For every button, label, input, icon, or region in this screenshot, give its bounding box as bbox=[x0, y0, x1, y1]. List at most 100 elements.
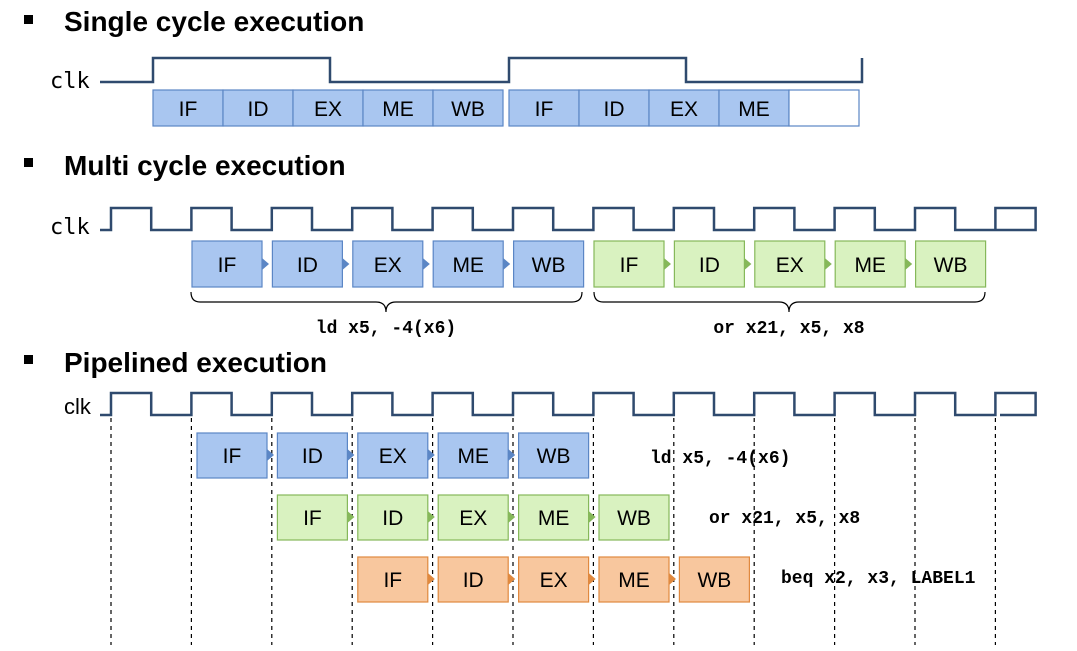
pipelined-stage-rows: IF ID EX ME WB IF ID EX ME WB IF ID EX ME WB bbox=[196, 432, 751, 603]
arrow-icon bbox=[824, 258, 832, 270]
stage-label: WB bbox=[697, 569, 731, 592]
stage-box: WB bbox=[914, 240, 987, 288]
stage-label: EX bbox=[670, 98, 698, 121]
stage-box bbox=[788, 89, 860, 127]
stage-label: ME bbox=[452, 254, 484, 277]
stage-label: WB bbox=[934, 254, 968, 277]
arrow-icon bbox=[508, 511, 516, 523]
stage-label: ID bbox=[699, 254, 720, 277]
single-cycle-clock-waveform bbox=[100, 56, 864, 84]
instruction-brace-left bbox=[190, 291, 583, 313]
pipelined-instruction-3: beq x2, x3, LABEL1 bbox=[781, 569, 976, 589]
stage-box: IF bbox=[357, 556, 429, 603]
stage-box: ID bbox=[578, 89, 650, 127]
stage-label: ID bbox=[248, 98, 269, 121]
stage-box: IF bbox=[276, 494, 348, 541]
pipelined-clk-label: clk bbox=[64, 394, 92, 419]
stage-box: WB bbox=[678, 556, 751, 603]
stage-label: IF bbox=[223, 445, 242, 468]
multi-cycle-clock-waveform bbox=[100, 206, 1037, 232]
stage-box: ID bbox=[222, 89, 294, 127]
stage-box: IF bbox=[191, 240, 263, 288]
stage-label: ME bbox=[854, 254, 886, 277]
pipelined-heading: Pipelined execution bbox=[64, 347, 327, 378]
arrow-icon bbox=[262, 258, 269, 270]
stage-label: IF bbox=[303, 507, 322, 530]
stage-box: WB bbox=[598, 494, 670, 541]
stage-label: ID bbox=[382, 507, 403, 530]
arrow-icon bbox=[347, 449, 355, 461]
stage-box: WB bbox=[512, 240, 585, 288]
stage-box: ID bbox=[357, 494, 429, 541]
stage-box: ID bbox=[276, 432, 348, 479]
stage-label: ID bbox=[297, 254, 318, 277]
single-cycle-heading: Single cycle execution bbox=[64, 6, 364, 37]
single-cycle-clk-label: clk bbox=[50, 69, 90, 94]
stage-box: IF bbox=[196, 432, 268, 479]
bullet-icon bbox=[24, 158, 33, 167]
stage-label: ME bbox=[618, 569, 650, 592]
stage-box: EX bbox=[292, 89, 364, 127]
multi-cycle-clk-label: clk bbox=[50, 215, 90, 240]
stage-box: ME bbox=[598, 556, 670, 603]
pipelined-instruction-1: ld x5, -4(x6) bbox=[650, 449, 790, 469]
arrow-icon bbox=[342, 258, 350, 270]
stage-label: ID bbox=[604, 98, 625, 121]
stage-box: EX bbox=[352, 240, 424, 288]
stage-label: ID bbox=[463, 569, 484, 592]
arrow-icon bbox=[427, 573, 435, 585]
stage-label: EX bbox=[459, 507, 487, 530]
arrow-icon bbox=[422, 258, 430, 270]
multi-cycle-instruction-1: ld x5, -4(x6) bbox=[316, 319, 456, 339]
stage-label: IF bbox=[620, 254, 639, 277]
stage-box: EX bbox=[517, 556, 590, 603]
cycle-boundary-lines bbox=[110, 418, 997, 645]
arrow-icon bbox=[508, 449, 516, 461]
arrow-icon bbox=[905, 258, 913, 270]
arrow-icon bbox=[508, 573, 516, 585]
stage-box: ID bbox=[271, 240, 343, 288]
arrow-icon bbox=[427, 449, 435, 461]
stage-label: ME bbox=[538, 507, 570, 530]
stage-box: EX bbox=[357, 432, 429, 479]
stage-box: IF bbox=[152, 89, 224, 127]
stage-box: IF bbox=[508, 89, 580, 127]
stage-label: ME bbox=[738, 98, 770, 121]
stage-label: IF bbox=[218, 254, 237, 277]
stage-box: EX bbox=[437, 494, 509, 541]
stage-box: ID bbox=[437, 556, 509, 603]
stage-label: EX bbox=[379, 445, 407, 468]
arrow-icon bbox=[588, 573, 596, 585]
multi-cycle-instruction-2: or x21, x5, x8 bbox=[713, 319, 864, 339]
stage-box: ME bbox=[718, 89, 790, 127]
single-cycle-stage-row: IF ID EX ME WB IF ID EX ME bbox=[152, 89, 860, 127]
arrow-icon bbox=[664, 258, 671, 270]
stage-box: WB bbox=[432, 89, 504, 127]
arrow-icon bbox=[427, 511, 435, 523]
bullet-icon bbox=[24, 15, 33, 24]
stage-label: IF bbox=[383, 569, 402, 592]
stage-box: ME bbox=[432, 240, 504, 288]
stage-box: ME bbox=[362, 89, 434, 127]
stage-label: ME bbox=[382, 98, 414, 121]
stage-box: IF bbox=[593, 240, 665, 288]
stage-box: ME bbox=[437, 432, 509, 479]
stage-box: EX bbox=[648, 89, 720, 127]
pipelined-clock-waveform bbox=[100, 391, 1037, 417]
bullet-icon bbox=[24, 355, 33, 364]
stage-box: WB bbox=[517, 432, 590, 479]
stage-label: IF bbox=[535, 98, 554, 121]
stage-label: EX bbox=[374, 254, 402, 277]
stage-box: ME bbox=[517, 494, 590, 541]
arrow-icon bbox=[744, 258, 752, 270]
stage-box: EX bbox=[754, 240, 826, 288]
stage-label: EX bbox=[776, 254, 804, 277]
instruction-brace-right bbox=[593, 291, 986, 313]
arrow-icon bbox=[347, 511, 355, 523]
stage-label: WB bbox=[617, 507, 651, 530]
arrow-icon bbox=[503, 258, 511, 270]
stage-label: ME bbox=[457, 445, 489, 468]
stage-box: ID bbox=[673, 240, 746, 288]
